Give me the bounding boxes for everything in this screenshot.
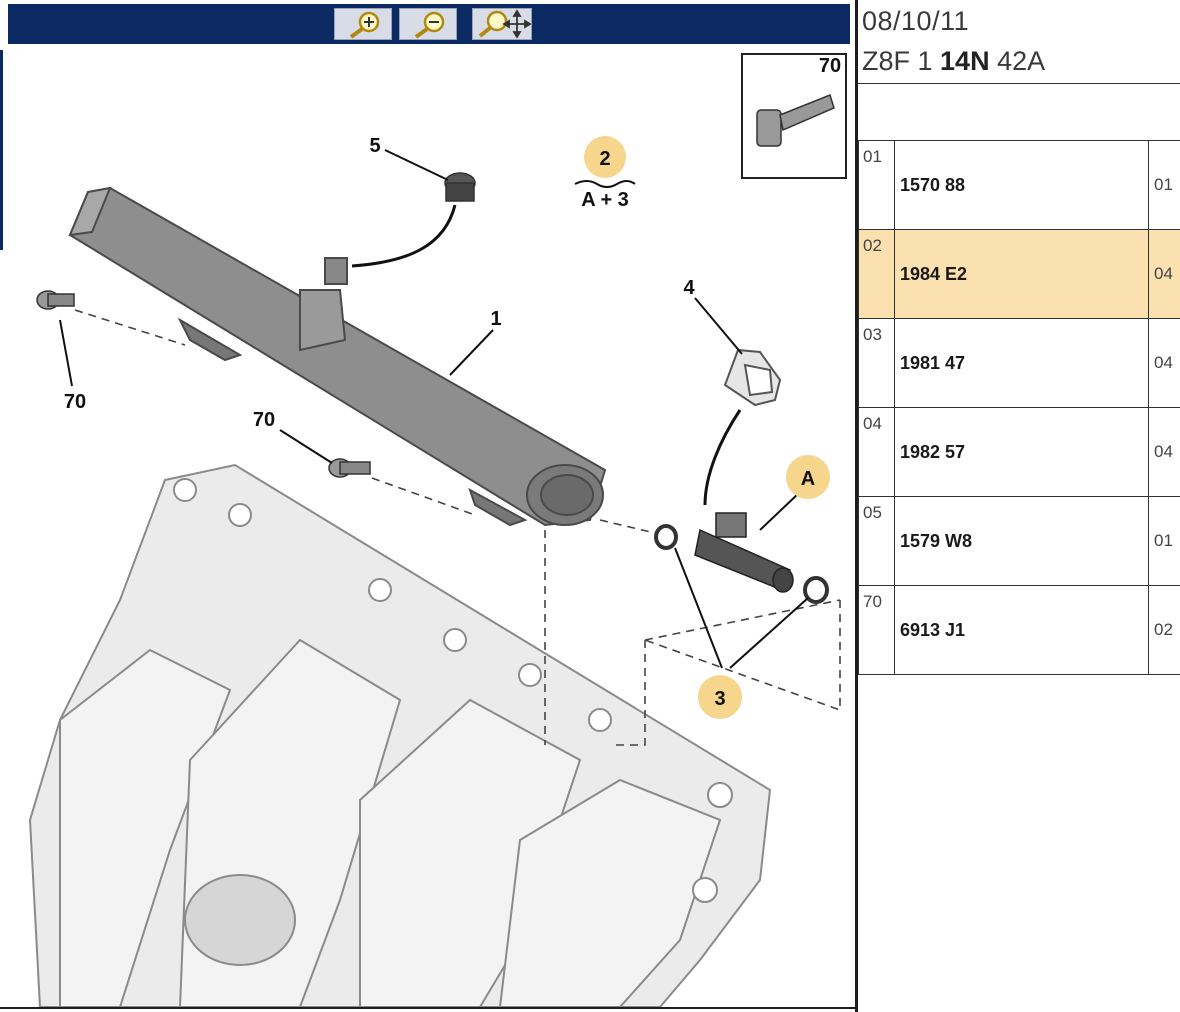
part-index: 02	[858, 229, 895, 319]
part-quantity: 01	[1148, 140, 1180, 230]
callout-2	[584, 136, 626, 178]
part-index: 70	[858, 585, 895, 675]
part-quantity: 02	[1148, 585, 1180, 675]
label-4: 4	[683, 277, 695, 299]
diagram-panel: 2 A + 3 A 3 5 1 4 70 70 70	[0, 4, 850, 1007]
zoom-out-icon	[414, 11, 445, 39]
exploded-parts-diagram: 2 A + 3 A 3 5 1 4 70 70 70	[28, 53, 847, 1007]
part-index: 01	[858, 140, 895, 230]
table-row[interactable]: 05 1579 W8 01	[858, 496, 1180, 586]
zoom-in-icon	[349, 11, 380, 39]
diagram-bottom-border	[0, 1007, 858, 1009]
part-index: 05	[858, 496, 895, 586]
part-reference: 1984 E2	[894, 229, 1149, 319]
vehicle-code-prefix: Z8F 1	[862, 46, 941, 76]
parts-table: 01 1570 88 01 02 1984 E2 04 03 1981 47 0…	[858, 140, 1180, 675]
screw-left	[36, 290, 75, 310]
o-ring-1	[654, 524, 678, 550]
intake-manifold	[28, 463, 772, 1007]
zoom-pan-button[interactable]	[472, 8, 532, 40]
leader-lines	[59, 149, 809, 669]
vehicle-code-suffix: 42A	[989, 46, 1046, 76]
label-3: 3	[714, 688, 725, 710]
fuel-rail	[68, 186, 607, 527]
part-quantity: 04	[1148, 229, 1180, 319]
header-divider	[858, 83, 1180, 84]
zoom-out-button[interactable]	[399, 8, 457, 40]
part-reference: 1570 88	[894, 140, 1149, 230]
o-ring-2	[803, 576, 829, 604]
parts-panel: 08/10/11 Z8F 1 14N 42A 01 1570 88 01 02 …	[858, 0, 1180, 1012]
callout-3	[698, 675, 742, 719]
vehicle-code-bold: 14N	[940, 46, 990, 76]
diagram-toolbar	[8, 4, 850, 44]
table-row-selected[interactable]: 02 1984 E2 04	[858, 229, 1180, 319]
part-index: 03	[858, 318, 895, 408]
screw-middle	[328, 458, 371, 478]
part-index: 04	[858, 407, 895, 497]
table-row[interactable]: 04 1982 57 04	[858, 407, 1180, 497]
label-A: A	[801, 468, 815, 490]
panel-divider	[855, 0, 858, 1012]
panel-edge	[0, 50, 3, 250]
callout-A	[786, 455, 830, 499]
assembly-lines	[74, 309, 841, 746]
table-row[interactable]: 03 1981 47 04	[858, 318, 1180, 408]
date-text: 08/10/11	[862, 6, 970, 36]
part-quantity: 04	[1148, 318, 1180, 408]
label-1: 1	[490, 308, 501, 330]
part-reference: 1579 W8	[894, 496, 1149, 586]
label-2-sub: A + 3	[581, 189, 629, 211]
table-row[interactable]: 01 1570 88 01	[858, 140, 1180, 230]
vehicle-code: Z8F 1 14N 42A	[862, 46, 1045, 77]
part-reference: 1982 57	[894, 407, 1149, 497]
part-reference: 1981 47	[894, 318, 1149, 408]
label-5: 5	[369, 135, 380, 157]
fuel-injector	[694, 512, 794, 593]
label-70-left: 70	[64, 391, 86, 413]
zoom-in-button[interactable]	[334, 8, 392, 40]
part-reference: 6913 J1	[894, 585, 1149, 675]
table-row[interactable]: 70 6913 J1 02	[858, 585, 1180, 675]
part-quantity: 04	[1148, 407, 1180, 497]
valve-cap	[444, 172, 476, 202]
label-2: 2	[599, 148, 610, 170]
clip	[723, 348, 782, 407]
label-70-inset: 70	[819, 55, 841, 77]
part-quantity: 01	[1148, 496, 1180, 586]
zoom-pan-icon	[478, 9, 532, 39]
inset-screw	[756, 94, 835, 147]
label-70-middle: 70	[253, 409, 275, 431]
